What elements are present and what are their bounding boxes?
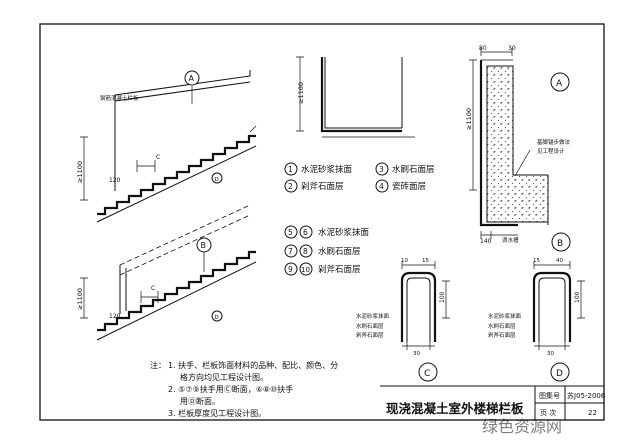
- finish-num: 4: [379, 182, 384, 191]
- section-D: 15 40 100 水泥砂浆抹面 水刷石面层 剁斧石面层 30 D: [488, 258, 585, 382]
- atlas-label: 图集号: [539, 391, 560, 400]
- notes-line: 2. ⑤⑦⑨扶手用Ⓒ断面，⑥⑧⑩扶手: [168, 384, 293, 394]
- stair-elevation-bottom: ≥1100 120 C B D: [76, 204, 257, 341]
- notes-intro: 注：: [150, 360, 166, 370]
- finish-text: 瓷砖面层: [392, 181, 426, 192]
- finish-label: 水泥砂浆抹面: [488, 312, 522, 320]
- finish-text: 水刷石面层: [318, 246, 361, 257]
- page-no: 22: [588, 409, 597, 417]
- callout-id: A: [189, 74, 195, 83]
- detail-A-B: ≥1100 80 30 A 基脚锚步做法 见工程设计 B 140 滴水槽: [465, 45, 571, 252]
- finish-text: 剁斧石面层: [301, 181, 344, 192]
- general-notes: 注： 1. 扶手、栏板饰面材料的品种、配比、颜色、分 格方向均见工程设计图。 2…: [150, 360, 338, 418]
- atlas-no: 苏J05-2006: [567, 391, 606, 400]
- page-label: 页 次: [540, 408, 556, 417]
- height-dim: ≥1100: [76, 288, 84, 310]
- section-mark-lower: D: [215, 315, 219, 321]
- note-line: 见工程设计: [537, 147, 565, 155]
- watermark: 绿色资源网: [482, 417, 562, 436]
- circle-label: A: [556, 79, 563, 89]
- title-block: 现浇混凝土室外楼梯栏板 图集号 苏J05-2006 页 次 22 绿色资源网: [380, 385, 606, 436]
- panel-note: 钢筋混凝土栏板: [100, 94, 139, 102]
- finish-num: 6: [303, 228, 308, 237]
- finish-text: 水刷石面层: [392, 164, 435, 175]
- dim-top: 30: [508, 45, 516, 52]
- notes-line: 格方向均见工程设计图。: [180, 372, 268, 382]
- finish-label: 水刷石面层: [356, 322, 384, 330]
- section-mark-lower: D: [215, 177, 219, 183]
- dim-side: 100: [574, 291, 581, 303]
- stair-elevation-top: ≥1100 120 C A 钢筋混凝土栏板 D: [76, 70, 257, 223]
- finish-num: 10: [301, 266, 310, 274]
- dim-bottom: 30: [413, 351, 420, 357]
- note-line: 基脚锚步做法: [537, 138, 571, 146]
- circle-label: B: [557, 239, 563, 249]
- finish-text: 水泥砂浆抹面: [301, 164, 353, 175]
- dim-bottom: 140: [480, 238, 492, 245]
- notes-line: 1. 扶手、栏板饰面材料的品种、配比、颜色、分: [168, 360, 338, 370]
- drawing-title: 现浇混凝土室外楼梯栏板: [386, 401, 524, 416]
- height-dim: ≥1100: [297, 82, 305, 104]
- notes-line: 用Ⓓ断面。: [180, 396, 220, 406]
- dim-top: 15: [533, 258, 540, 264]
- dim-top: 10: [401, 258, 408, 264]
- finish-num: 8: [303, 247, 308, 256]
- section-mark: C: [156, 154, 160, 161]
- finish-num: 1: [288, 165, 293, 174]
- height-dim: ≥1100: [76, 161, 84, 183]
- dim-bottom: 30: [547, 351, 554, 357]
- notes-line: 3. 栏板厚度见工程设计图。: [168, 408, 266, 418]
- drawing-frame: [39, 23, 605, 421]
- callout-id: B: [201, 241, 207, 250]
- dim-side: 100: [439, 291, 446, 303]
- finish-num: 2: [288, 182, 293, 191]
- finish-num: 5: [288, 228, 293, 237]
- finish-label: 剁斧石面层: [488, 331, 516, 339]
- finish-num: 7: [288, 247, 293, 256]
- section-mark: C: [151, 285, 155, 292]
- finish-text: 剁斧石面层: [318, 264, 361, 275]
- circle-label: C: [424, 369, 430, 379]
- detail-plain-panel: ≥1100: [296, 56, 415, 138]
- finish-num: 3: [379, 165, 384, 174]
- finish-label: 剁斧石面层: [356, 331, 384, 339]
- dim-top: 15: [422, 258, 429, 264]
- step-dim: 120: [109, 313, 121, 320]
- finish-label: 水刷石面层: [488, 322, 516, 330]
- finish-num: 9: [288, 265, 293, 274]
- section-C: 10 15 100 水泥砂浆抹面 水刷石面层 剁斧石面层 30 C: [356, 258, 450, 382]
- height-dim: ≥1100: [465, 108, 473, 130]
- finish-text: 水泥砂浆抹面: [318, 227, 370, 238]
- dim-top: 40: [556, 258, 563, 264]
- finish-label: 水泥砂浆抹面: [356, 312, 390, 320]
- circle-label: D: [556, 369, 563, 379]
- dim-top: 80: [479, 45, 487, 52]
- drain-label: 滴水槽: [502, 236, 519, 244]
- step-dim: 120: [109, 177, 121, 184]
- finish-legend: 1 水泥砂浆抹面 3 水刷石面层 2 剁斧石面层 4 瓷砖面层 5 6 水泥砂浆…: [284, 162, 435, 276]
